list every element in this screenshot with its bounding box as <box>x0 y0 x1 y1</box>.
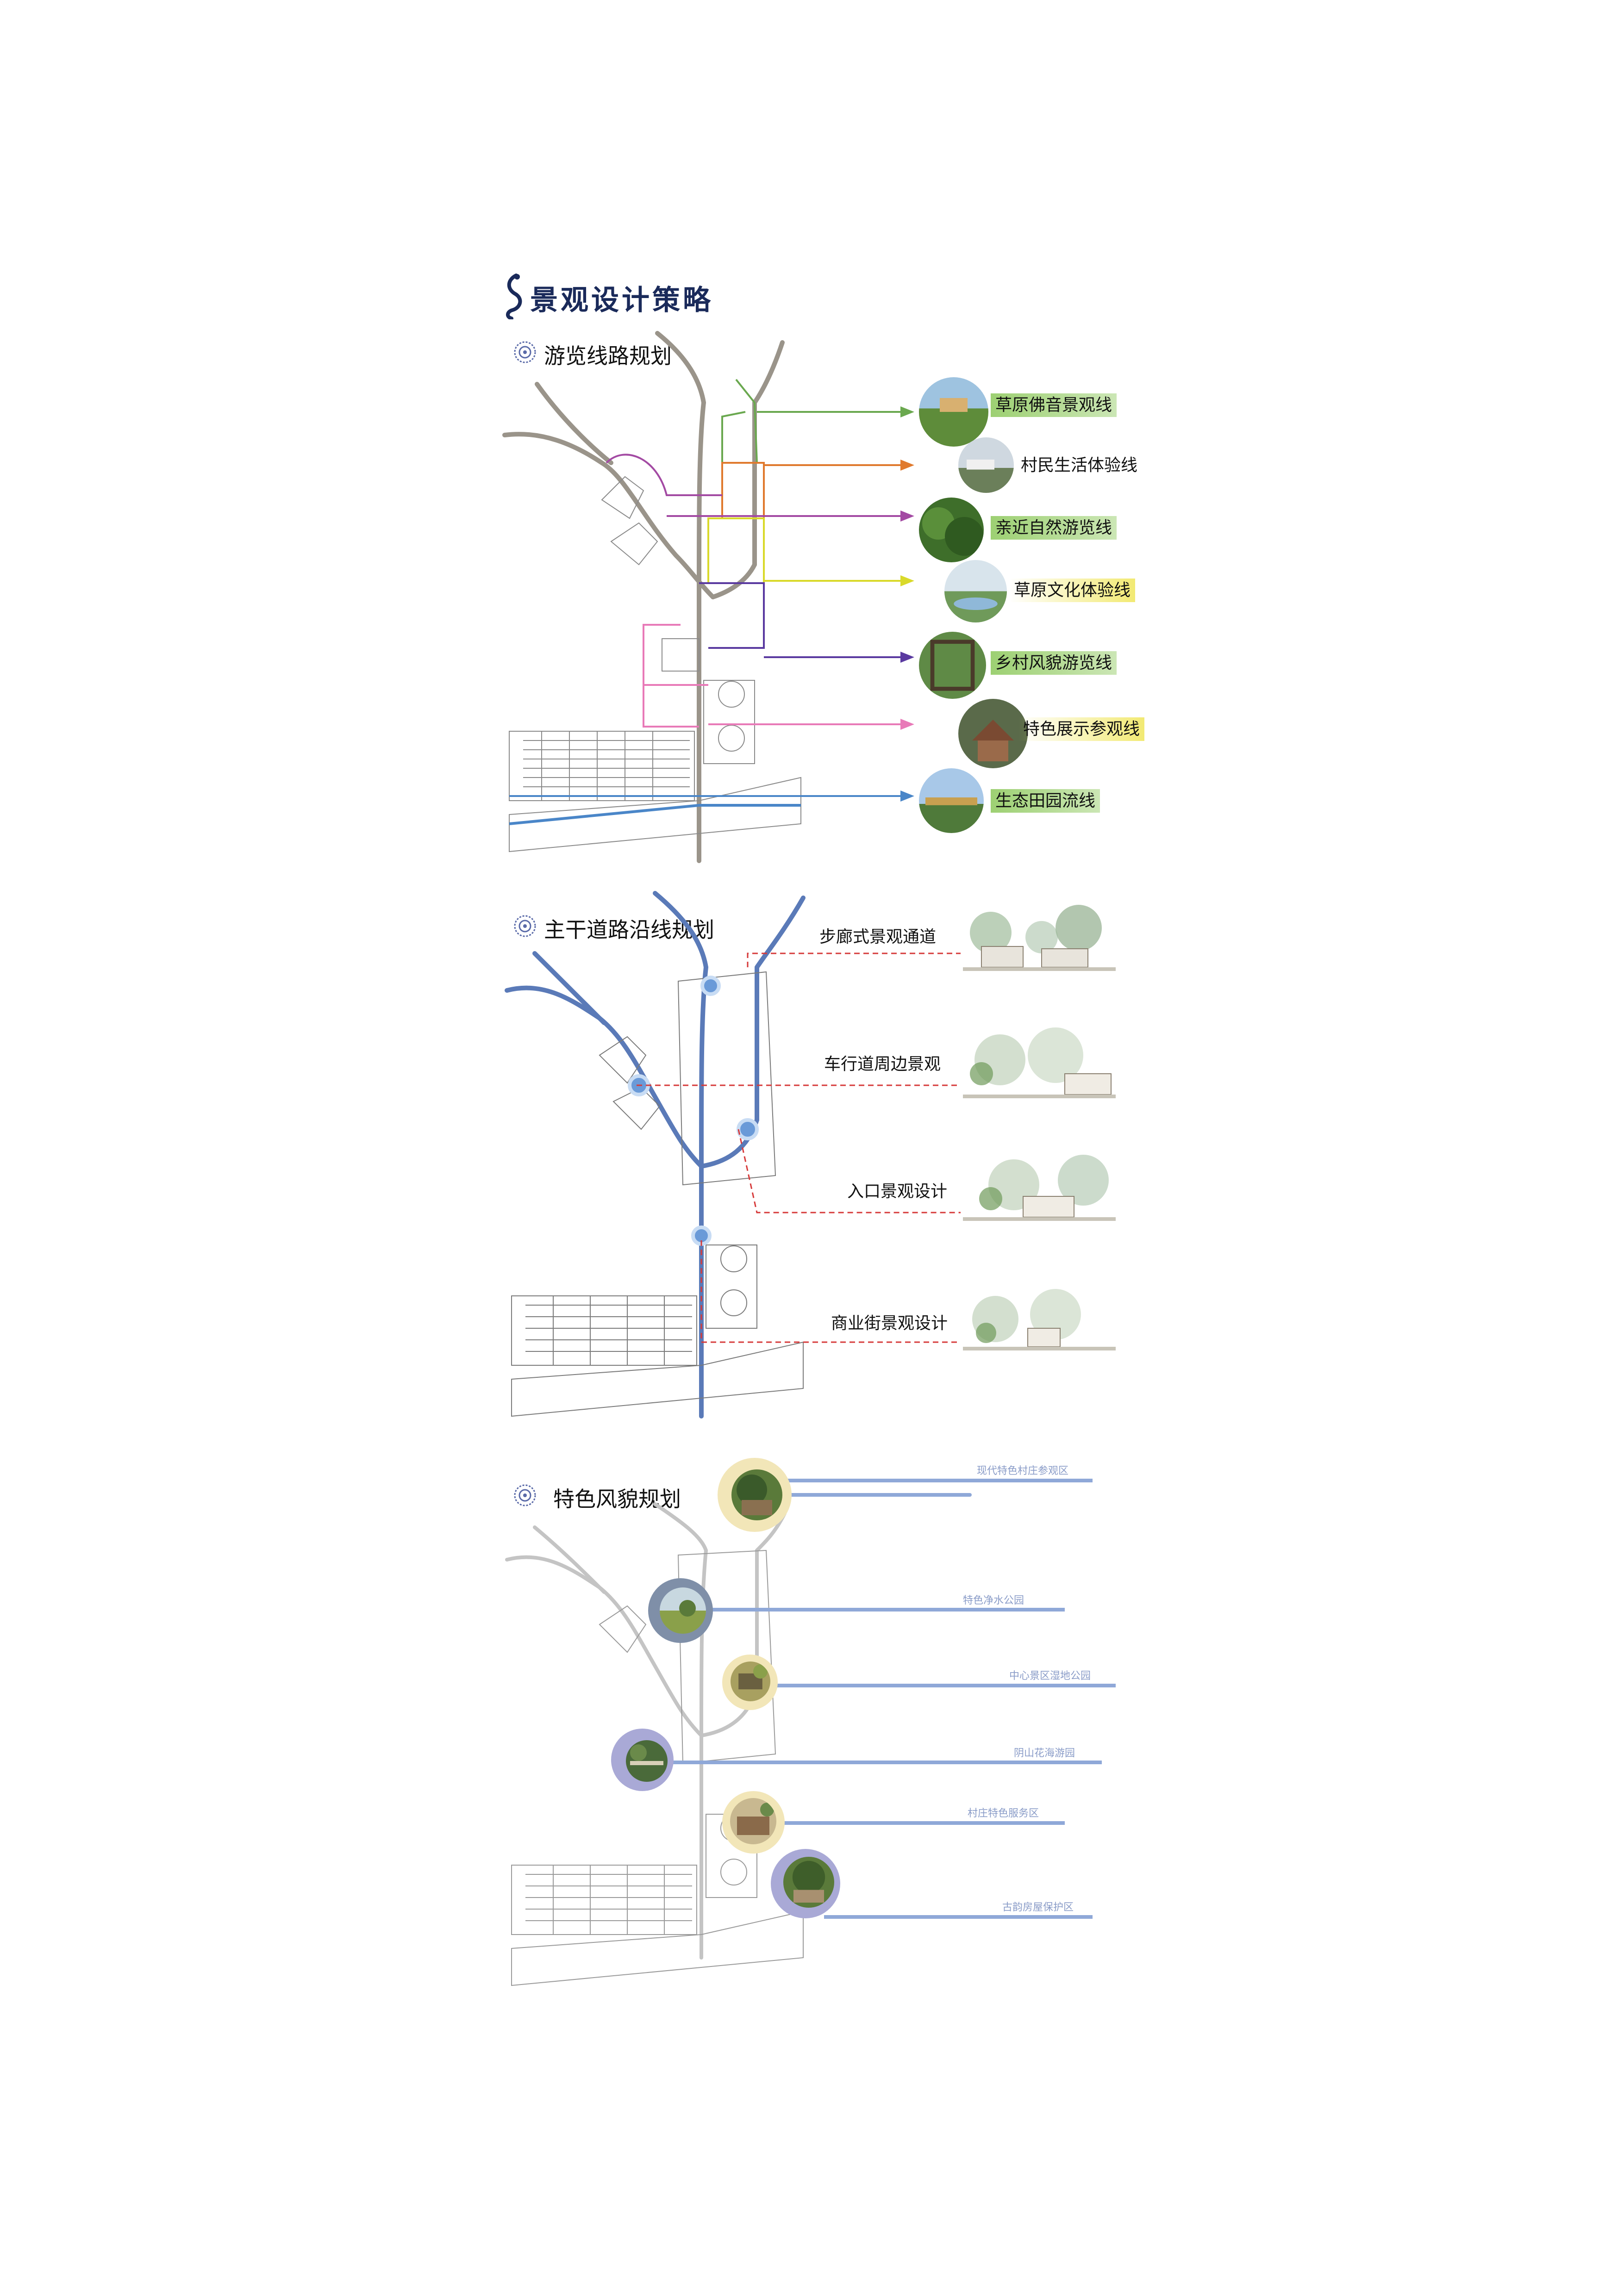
zone-line-5 <box>759 1821 1065 1825</box>
zone-label-5: 村庄特色服务区 <box>968 1808 1039 1819</box>
route-label-3: 亲近自然游览线 <box>991 516 1117 540</box>
sketch-entrance <box>963 1148 1116 1231</box>
sketch-commercial <box>963 1277 1116 1361</box>
route-label-5: 乡村风貌游览线 <box>991 651 1117 675</box>
route-photo-1 <box>919 377 988 447</box>
title-ornament-icon <box>502 273 525 321</box>
section1-title: 游览线路规划 <box>544 343 672 368</box>
route-planning-map <box>502 331 914 863</box>
zone-photo-6 <box>783 1857 834 1908</box>
sketch-roadside <box>963 1018 1116 1106</box>
zone-line-6 <box>824 1915 1093 1919</box>
section2-emblem-icon <box>513 914 537 940</box>
road-label-corridor: 步廊式景观通道 <box>819 927 937 946</box>
route-photo-2 <box>958 437 1014 493</box>
zone-label-1: 现代特色村庄参观区 <box>977 1465 1069 1477</box>
zone-photo-4 <box>626 1740 668 1782</box>
zone-label-3: 中心景区湿地公园 <box>1009 1670 1091 1682</box>
road-label-commercial: 商业街景观设计 <box>831 1314 948 1333</box>
route-label-1: 草原佛音景观线 <box>991 393 1117 417</box>
route-label-7: 生态田园流线 <box>991 789 1100 813</box>
route-label-2: 村民生活体验线 <box>1021 456 1138 475</box>
zone-line-3 <box>768 1684 1116 1687</box>
section1-emblem-icon <box>513 340 537 366</box>
route-photo-5 <box>919 632 986 699</box>
zone-label-4: 阴山花海游园 <box>1014 1748 1075 1759</box>
zone-line-2 <box>690 1608 1065 1612</box>
zone-photo-5 <box>730 1798 776 1844</box>
feature-map <box>505 1493 972 1986</box>
zone-photo-1 <box>731 1469 782 1520</box>
zone-label-6: 古韵房屋保护区 <box>1002 1902 1074 1913</box>
zone-line-4 <box>667 1761 1102 1764</box>
zone-label-2: 特色净水公园 <box>963 1595 1024 1606</box>
section3-emblem-icon <box>513 1483 537 1509</box>
zone-line-1 <box>768 1479 1093 1482</box>
route-label-6: 特色展示参观线 <box>1018 717 1145 741</box>
road-label-roadside: 车行道周边景观 <box>824 1055 941 1074</box>
main-title: 景观设计策略 <box>530 284 713 317</box>
route-photo-3 <box>919 498 984 562</box>
route-photo-4 <box>944 560 1007 622</box>
main-road-map <box>505 891 961 1419</box>
route-photo-6 <box>958 699 1028 768</box>
road-label-entrance: 入口景观设计 <box>847 1182 948 1201</box>
zone-photo-2 <box>660 1587 706 1634</box>
route-photo-7 <box>919 768 984 833</box>
sketch-corridor <box>963 900 1116 983</box>
route-label-4: 草原文化体验线 <box>1009 579 1136 603</box>
zone-photo-3 <box>731 1661 770 1701</box>
